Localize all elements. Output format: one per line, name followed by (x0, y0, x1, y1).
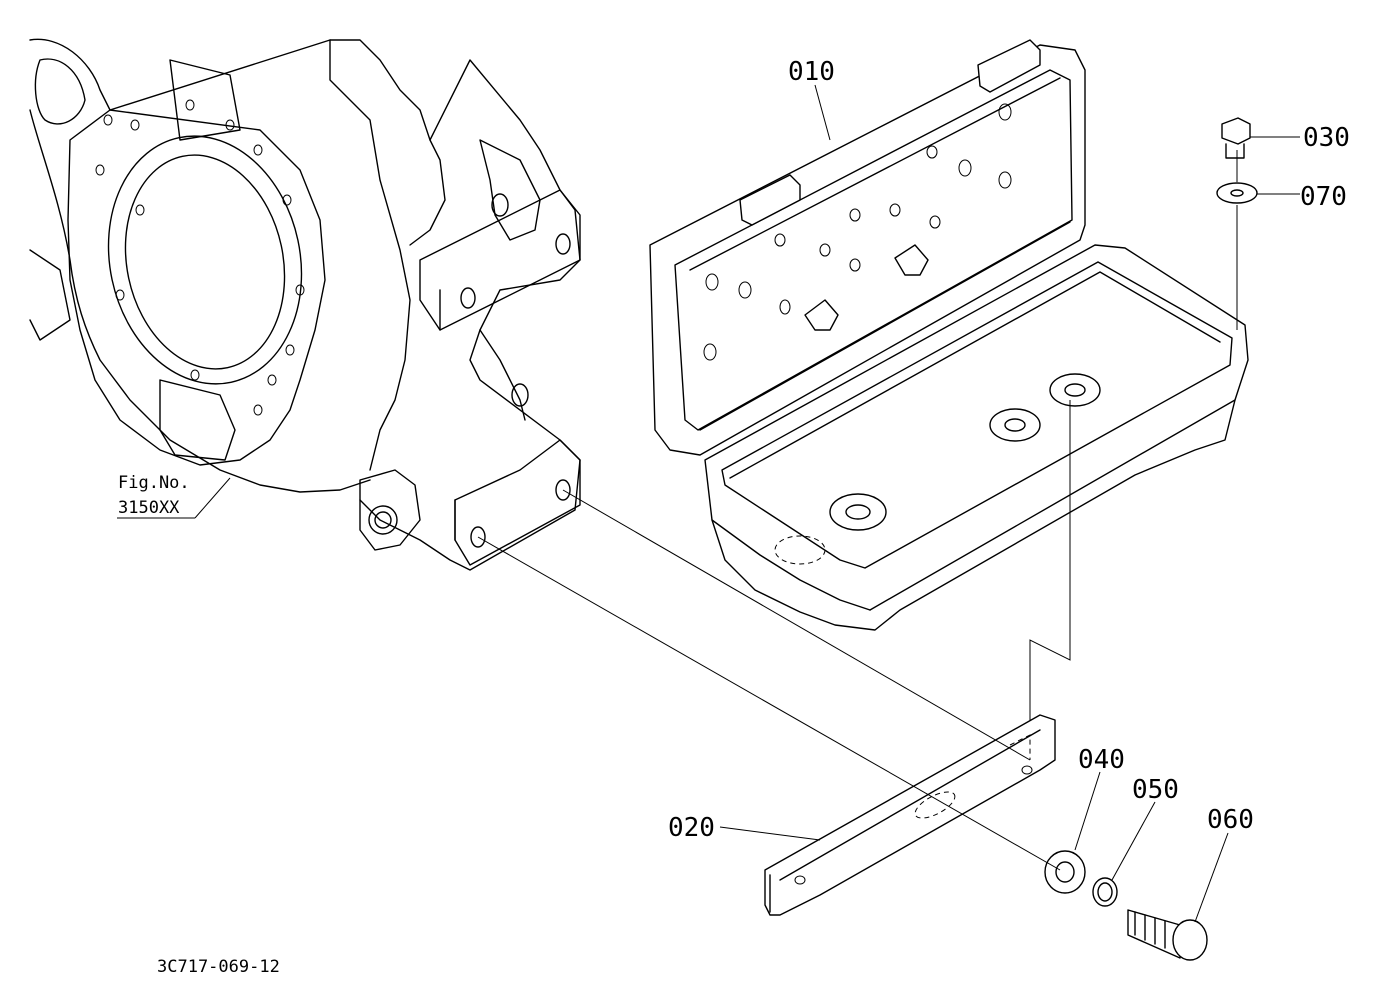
bolt-060-drawing (1127, 909, 1208, 961)
drawing-number: 3C717-069-12 (157, 957, 280, 977)
part-label-070: 070 (1300, 182, 1347, 212)
figure-reference-line2: 3150XX (118, 498, 180, 518)
assembly-lines (477, 150, 1238, 871)
part-label-050: 050 (1132, 775, 1179, 805)
washer-070-drawing (1216, 182, 1258, 204)
figure-reference-line1: Fig.No. (118, 473, 190, 493)
bracket-drawing (764, 714, 1056, 916)
flywheel-housing-drawing (29, 38, 581, 571)
toolbox-drawing (649, 39, 1249, 735)
part-label-020: 020 (668, 813, 715, 843)
part-label-060: 060 (1207, 805, 1254, 835)
washer-040-drawing (1044, 850, 1086, 894)
part-label-010: 010 (788, 57, 835, 87)
part-label-030: 030 (1303, 123, 1350, 153)
part-label-040: 040 (1078, 745, 1125, 775)
bolt-030-drawing (1221, 117, 1251, 159)
spring-washer-050-drawing (1092, 877, 1118, 907)
leader-lines (117, 84, 1300, 923)
